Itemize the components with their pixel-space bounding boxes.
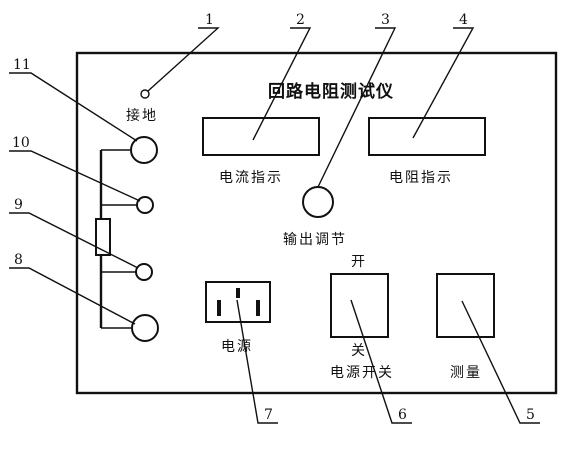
voltage-terminal-upper: [136, 196, 154, 214]
callout-5: 5: [526, 407, 535, 423]
leader-line-7: [236, 299, 278, 424]
callout-6: 6: [398, 407, 407, 423]
callout-11: 11: [13, 57, 31, 73]
measure-label: 测量: [450, 365, 482, 381]
panel-title: 回路电阻测试仪: [268, 81, 394, 102]
leader-line-9: [9, 212, 139, 269]
power-socket-label: 电源: [221, 339, 253, 355]
callout-7: 7: [264, 407, 273, 423]
output-adjust-knob: [302, 186, 334, 218]
callout-2: 2: [296, 12, 305, 28]
callout-8: 8: [14, 252, 23, 268]
callout-4: 4: [459, 12, 468, 28]
shunt-resistor: [95, 218, 111, 256]
callout-3: 3: [381, 12, 390, 28]
current-terminal-upper: [130, 136, 158, 164]
resistance-indicator-label: 电阻指示: [389, 170, 453, 186]
ground-terminal: [140, 89, 150, 99]
voltage-terminal-lower: [135, 263, 153, 281]
power-switch-label: 电源开关: [330, 365, 394, 381]
leader-line-10: [9, 150, 141, 202]
ground-label: 接地: [126, 107, 158, 124]
callout-9: 9: [14, 197, 23, 213]
panel-outline: [75, 51, 558, 395]
callout-10: 10: [12, 135, 30, 151]
resistance-indicator: [368, 117, 486, 156]
leader-line-2: [252, 27, 312, 141]
switch-off-label: 关: [351, 343, 367, 359]
output-adjust-label: 输出调节: [283, 232, 347, 248]
measure-button: [436, 273, 495, 338]
leader-line-6: [350, 299, 412, 424]
leader-line-11: [9, 72, 138, 142]
switch-on-label: 开: [351, 254, 367, 270]
callout-1: 1: [205, 12, 214, 28]
leader-line-5: [461, 300, 540, 424]
leader-line-8: [9, 267, 136, 325]
leader-line-1: [147, 27, 220, 92]
socket-pin-right: [256, 300, 260, 316]
leader-line-4: [412, 27, 475, 139]
current-terminal-lower: [131, 314, 159, 342]
socket-pin-left: [217, 300, 221, 316]
leader-line-3: [317, 27, 397, 188]
current-indicator-label: 电流指示: [219, 170, 283, 186]
socket-pin-top: [236, 288, 240, 298]
